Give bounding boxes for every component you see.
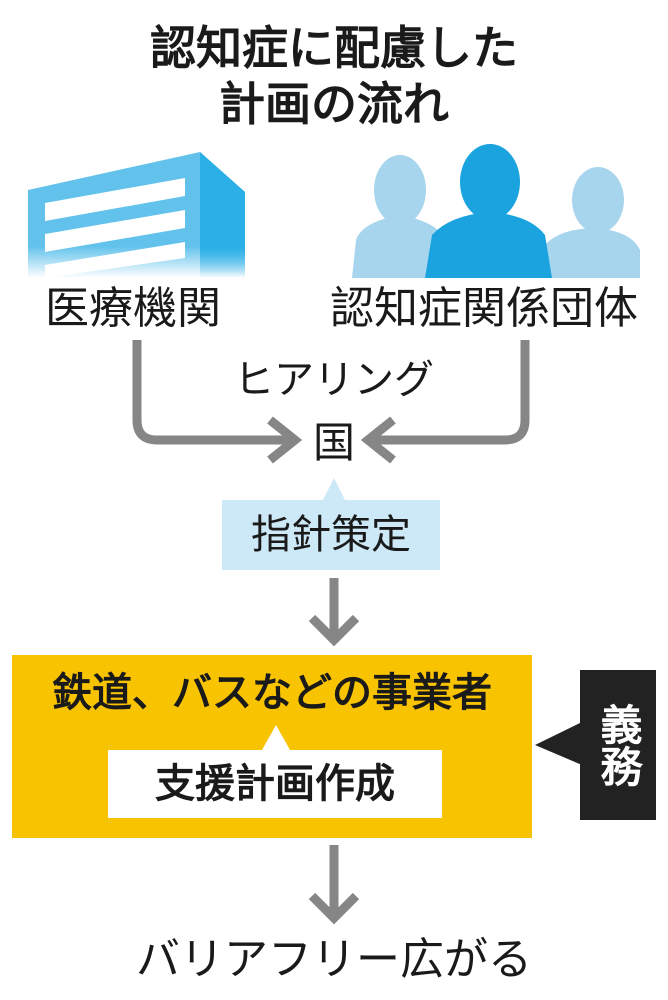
label-hearing: ヒアリング [234,357,434,403]
guideline-box [222,500,440,570]
guideline-pointer [323,478,345,500]
label-support-plan: 支援計画作成 [155,761,395,807]
label-result: バリアフリー広がる [136,934,532,985]
label-medical: 医療機関 [45,283,221,334]
title-line-2: 計画の流れ [219,77,449,131]
label-guideline: 指針策定 [251,512,411,558]
label-obligation: 義務 [594,703,643,787]
label-state: 国 [312,418,355,467]
obligation-box [580,670,656,820]
support-plan-box [108,750,442,818]
title-line-1: 認知症に配慮した [150,21,518,75]
building-icon [28,152,245,278]
flow-arrows [132,340,530,925]
obligation-pointer [535,722,582,765]
people-icon [352,144,640,278]
support-plan-pointer [262,725,290,750]
label-operators: 鉄道、バスなどの事業者 [52,670,492,716]
label-dementia-groups: 認知症関係団体 [330,283,638,334]
